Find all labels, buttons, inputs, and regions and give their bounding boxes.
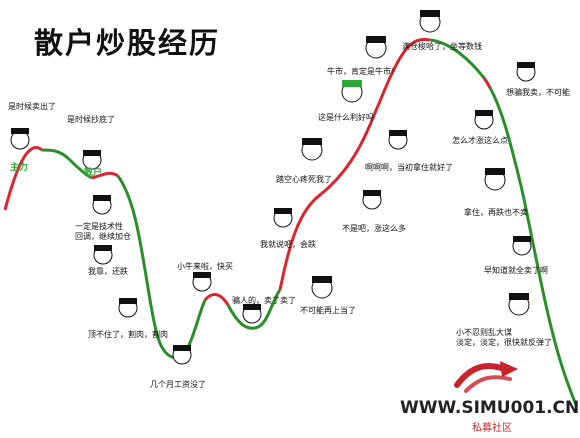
meme-face-icon bbox=[516, 62, 536, 82]
label-bull-coming: 小牛来啦，快买 bbox=[177, 262, 233, 271]
label-want-sell: 想骗我卖，不可能 bbox=[506, 88, 570, 97]
label-why-so-little: 怎么才涨这么点 bbox=[452, 136, 508, 145]
label-bull-market: 牛市，肯定是牛市！ bbox=[327, 67, 399, 76]
meme-face-icon bbox=[311, 276, 333, 299]
label-months-salary: 几个月工资没了 bbox=[150, 380, 206, 389]
meme-face-icon bbox=[419, 10, 441, 33]
label-i-hold: 我靠，还跌 bbox=[88, 267, 128, 276]
label-retail-sold-top: 是时候卖出了 bbox=[8, 102, 56, 111]
curve-segment-bounce bbox=[203, 293, 230, 306]
meme-face-icon bbox=[92, 195, 112, 215]
meme-face-icon bbox=[508, 293, 530, 316]
label-full-position: 满仓梭哈了，坐等数钱 bbox=[402, 42, 482, 51]
meme-face-icon bbox=[273, 208, 293, 228]
label-should-have-sold: 早知道就全卖了啊 bbox=[484, 266, 548, 275]
curve-segment-rising-1 bbox=[3, 146, 43, 211]
meme-face-icon bbox=[512, 236, 532, 256]
label-what-is-this: 这是什么利好吗 bbox=[318, 113, 374, 122]
curve-segment-peak-small bbox=[41, 148, 72, 162]
label-small-dont-panic: 小不忍则乱大谋 淡定，淡定，很快就反弹了 bbox=[456, 328, 552, 347]
label-cheated-sold: 骗人的，卖了卖了 bbox=[232, 296, 296, 305]
meme-face-icon bbox=[365, 36, 387, 59]
label-regret-short: 踏空心疼死我了 bbox=[276, 175, 332, 184]
watermark-sub: 私募社区 bbox=[472, 423, 512, 434]
meme-face-icon bbox=[192, 272, 212, 292]
meme-face-icon bbox=[93, 245, 113, 265]
label-ah-ah: 啊啊啊，当初拿住就好了 bbox=[365, 163, 453, 172]
label-cant-hold: 顶不住了，割肉，割肉 bbox=[88, 330, 168, 339]
label-told-you: 我就说吧，会跌 bbox=[260, 240, 316, 249]
meme-face-icon bbox=[388, 130, 408, 150]
meme-face-icon bbox=[341, 80, 363, 103]
curve-segment-rising-2 bbox=[68, 158, 93, 180]
meme-face-icon bbox=[301, 138, 323, 161]
curve-segment-small-red bbox=[482, 76, 492, 89]
meme-face-icon bbox=[474, 110, 494, 130]
page-title: 散户炒股经历 bbox=[34, 26, 221, 60]
label-retail: 散户 bbox=[84, 168, 103, 178]
curve-segment-fall-1 bbox=[116, 175, 207, 360]
curve-segment-hump bbox=[91, 171, 119, 180]
label-cant-rise: 不可能再上当了 bbox=[300, 306, 356, 315]
label-technical-pullback: 一定是技术性 回调，继续加仓 bbox=[75, 222, 131, 241]
curve-segment-dip bbox=[226, 289, 282, 330]
logo-arrow-icon bbox=[454, 361, 518, 393]
curve-segment-big-rise bbox=[278, 38, 431, 291]
meme-face-icon bbox=[484, 168, 506, 191]
watermark-site: WWW.SIMU001.CN bbox=[400, 398, 580, 418]
curve-segment-top-fall bbox=[429, 38, 578, 406]
meme-face-icon bbox=[242, 304, 262, 324]
meme-face-icon bbox=[82, 150, 102, 170]
meme-face-icon bbox=[362, 190, 382, 210]
meme-face-icon bbox=[172, 345, 192, 365]
label-retail-buy-bottom: 是时候抄底了 bbox=[67, 115, 115, 124]
meme-face-icon bbox=[118, 298, 138, 318]
label-main-force: 主力 bbox=[10, 163, 29, 173]
meme-face-icon bbox=[10, 128, 30, 150]
label-hold-fall-no-sell: 拿住，再跌也不卖 bbox=[464, 208, 528, 217]
label-not-rising-much: 不是吧，涨这么多 bbox=[342, 224, 406, 233]
